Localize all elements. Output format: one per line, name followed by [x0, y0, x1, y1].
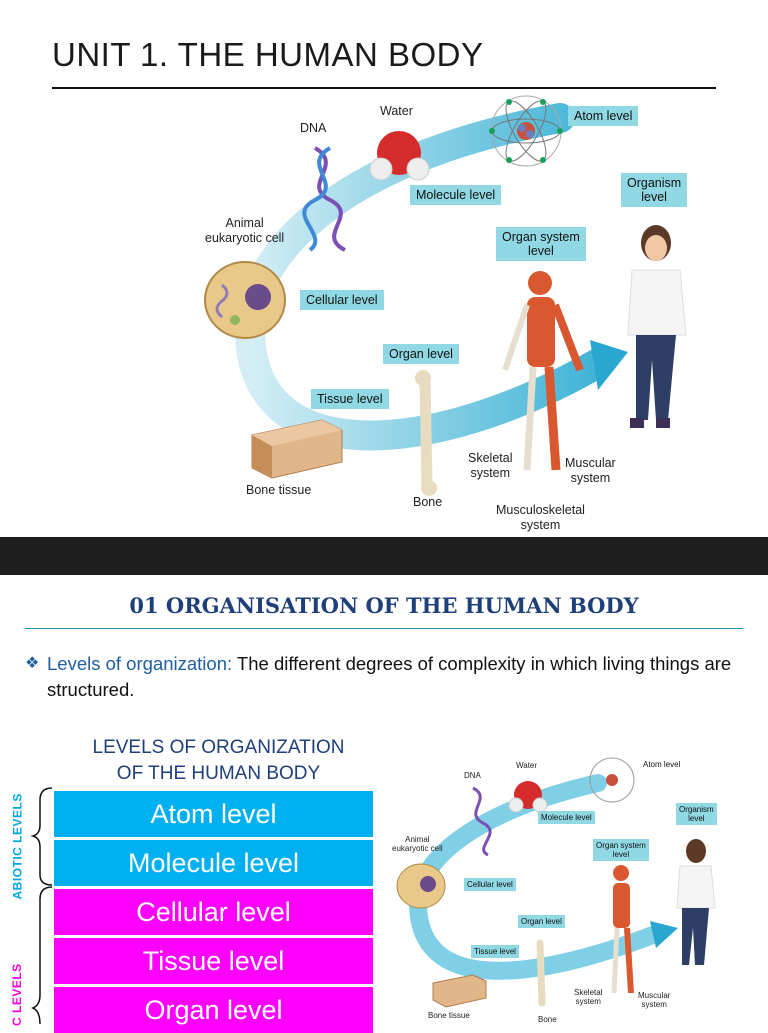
biotic-levels-label: C LEVELS: [10, 963, 24, 1026]
water-molecule-icon: [369, 131, 430, 181]
thumb-caption-bone-tissue: Bone tissue: [428, 1011, 470, 1020]
cell-icon: [204, 261, 286, 339]
definition-term: Levels of organization:: [47, 653, 233, 674]
caption-dna: DNA: [300, 121, 327, 135]
abiotic-brace: [30, 787, 53, 886]
caption-bone-tissue: Bone tissue: [246, 483, 312, 497]
label-organ-system-level: Organ system level: [496, 227, 586, 261]
caption-bone: Bone: [413, 495, 443, 509]
label-organ-level: Organ level: [383, 344, 459, 364]
level-box-cellular: Cellular level: [54, 889, 373, 935]
level-box-molecule: Molecule level: [54, 840, 373, 886]
level-box-atom: Atom level: [54, 791, 373, 837]
thumb-caption-muscular-system: Muscular system: [638, 991, 671, 1009]
label-organism-level: Organism level: [621, 173, 688, 207]
title-underline: [52, 87, 716, 89]
section-underline: [25, 628, 743, 629]
thumbnail-graphics: [396, 757, 716, 1008]
thumb-label-organism-level: Organism level: [676, 803, 717, 825]
atom-icon: [489, 95, 563, 167]
slide-organisation: 01 ORGANISATION OF THE HUMAN BODY ❖ Leve…: [0, 575, 768, 1033]
label-cellular-level: Cellular level: [300, 290, 384, 310]
caption-muscular-system: Muscular system: [565, 456, 616, 485]
musculoskeletal-figure-icon: [502, 271, 584, 471]
caption-skeletal-system: Skeletal system: [468, 451, 513, 480]
thumb-label-atom-level: Atom level: [643, 760, 681, 769]
label-tissue-level: Tissue level: [311, 389, 389, 409]
slide-separator: [0, 537, 768, 575]
slide-unit-title: UNIT 1. THE HUMAN BODY: [52, 36, 716, 532]
bone-tissue-icon: [251, 419, 343, 479]
label-atom-level: Atom level: [568, 106, 639, 126]
levels-illustration: [204, 95, 687, 496]
label-molecule-level: Molecule level: [410, 185, 502, 205]
section-title: 01 ORGANISATION OF THE HUMAN BODY: [129, 593, 639, 618]
level-box-tissue: Tissue level: [54, 938, 373, 984]
definition-body: The different degrees of complexity in w…: [47, 653, 732, 700]
thumb-label-cellular-level: Cellular level: [464, 878, 516, 891]
biotic-brace: [31, 886, 53, 1024]
thumb-caption-animal-cell: Animal eukaryotic cell: [392, 835, 443, 853]
thumb-label-organ-system-level: Organ system level: [593, 839, 649, 861]
thumb-label-tissue-level: Tissue level: [471, 945, 519, 958]
thumb-label-organ-level: Organ level: [518, 915, 565, 928]
levels-thumbnail: Atom level Molecule level Cellular level…: [388, 743, 760, 1024]
group-braces: [30, 787, 53, 1024]
caption-water: Water: [380, 104, 413, 118]
thumb-caption-skeletal-system: Skeletal system: [574, 988, 603, 1006]
thumb-caption-water: Water: [516, 761, 538, 770]
thumb-caption-dna: DNA: [464, 771, 481, 780]
page-title: UNIT 1. THE HUMAN BODY: [52, 36, 484, 73]
level-box-organ: Organ level: [54, 987, 373, 1033]
levels-heading: LEVELS OF ORGANIZATION OF THE HUMAN BODY: [92, 737, 345, 784]
diamond-bullet-icon: ❖: [25, 655, 40, 672]
bone-icon: [415, 370, 437, 496]
arrow-head-icon: [590, 340, 628, 390]
caption-musculoskeletal-system: Musculoskeletal system: [496, 503, 585, 532]
thumb-label-molecule-level: Molecule level: [538, 811, 595, 824]
abiotic-levels-label: ABIOTIC LEVELS: [10, 793, 25, 900]
organism-person-icon: [627, 225, 687, 428]
caption-animal-cell: Animal eukaryotic cell: [205, 216, 285, 245]
dna-icon: [302, 146, 347, 252]
thumb-caption-bone: Bone: [538, 1015, 557, 1024]
definition-text: Levels of organization: The different de…: [47, 651, 747, 703]
